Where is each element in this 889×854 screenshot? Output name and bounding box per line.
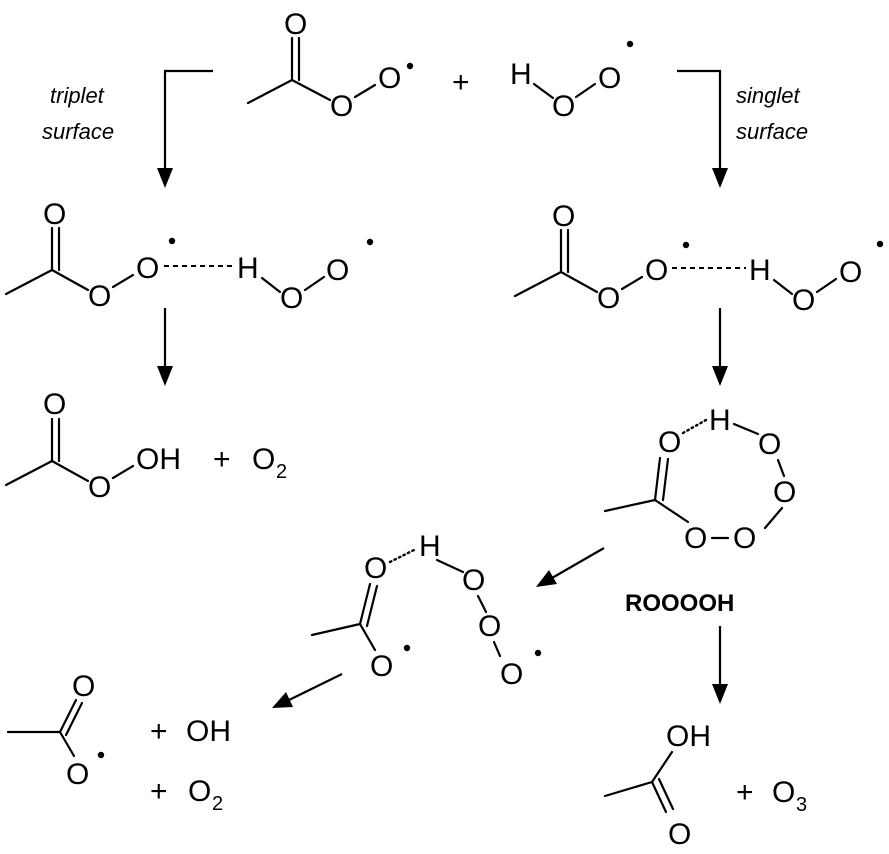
singlet-label-line1: singlet bbox=[736, 83, 800, 108]
radical-dot bbox=[406, 62, 414, 70]
hydrogen-bond bbox=[388, 547, 418, 564]
radical-o-acyl: O bbox=[370, 650, 393, 683]
o-atom-2: O bbox=[478, 610, 501, 643]
o2-subscript: 2 bbox=[276, 461, 287, 483]
carbonyl-o: O bbox=[552, 200, 575, 233]
radical-o: O bbox=[378, 62, 401, 95]
carbonyl-o: O bbox=[284, 8, 307, 41]
oh-group: OH bbox=[136, 443, 181, 476]
o-atom: O bbox=[552, 90, 575, 123]
peroxy-radical-reactant: O O O bbox=[246, 8, 414, 123]
carbonyl-o: O bbox=[364, 552, 387, 585]
radical-dot bbox=[876, 240, 884, 248]
triplet-arrow bbox=[157, 69, 213, 188]
o-atom: O bbox=[280, 282, 303, 315]
plus-sign: + bbox=[736, 776, 754, 809]
triplet-complex: O O O H O O bbox=[4, 198, 374, 315]
h-atom: H bbox=[749, 254, 771, 287]
o-atom-4: O bbox=[684, 522, 707, 555]
radical-o: O bbox=[645, 254, 668, 287]
o2-symbol: O bbox=[252, 443, 275, 476]
h-atom: H bbox=[419, 530, 441, 563]
carbonyl-o: O bbox=[43, 388, 66, 421]
radical-o: O bbox=[839, 256, 862, 289]
o3-subscript: 3 bbox=[796, 794, 807, 816]
roooooh-label: ROOOOH bbox=[625, 590, 734, 617]
ester-o: O bbox=[88, 471, 111, 504]
triplet-arrow-2 bbox=[157, 308, 173, 386]
radical-o-chain: O bbox=[500, 658, 523, 691]
singlet-arrow bbox=[677, 69, 728, 188]
h-atom: H bbox=[709, 404, 731, 437]
acetyloxy-radical-product: O O bbox=[6, 670, 105, 791]
peracetic-acid-product: O O OH bbox=[4, 388, 181, 504]
radical-o: O bbox=[326, 254, 349, 287]
o3-symbol: O bbox=[772, 776, 795, 809]
plus-sign: + bbox=[213, 443, 231, 476]
oxygen-product: O 2 bbox=[252, 443, 287, 483]
acetic-acid-product: OH O bbox=[603, 720, 711, 851]
triplet-label-line1: triplet bbox=[50, 83, 105, 108]
plus-sign: + bbox=[452, 66, 470, 99]
carbonyl-o: O bbox=[658, 426, 681, 459]
decomposition-arrow-left bbox=[536, 547, 605, 587]
carbonyl-o: O bbox=[668, 818, 691, 851]
open-chain-intermediate: O H O O O O bbox=[310, 530, 542, 691]
o-atom-1: O bbox=[758, 428, 781, 461]
singlet-label-line2: surface bbox=[736, 119, 808, 144]
hydrogen-bond bbox=[681, 418, 708, 435]
ester-o: O bbox=[88, 280, 111, 313]
carbonyl-o: O bbox=[43, 198, 66, 231]
radical-dot bbox=[97, 751, 105, 759]
radical-dot bbox=[682, 241, 690, 249]
decomposition-arrow-right bbox=[712, 626, 728, 704]
radical-o: O bbox=[136, 252, 159, 285]
radical-dot bbox=[366, 238, 374, 246]
radical-dot bbox=[626, 40, 634, 48]
roooooh-intermediate: O H O O O O bbox=[603, 404, 796, 555]
h-atom: H bbox=[237, 252, 259, 285]
decomposition-arrow-bottom-left bbox=[272, 673, 343, 708]
carbonyl-o: O bbox=[72, 670, 95, 703]
o2-subscript: 2 bbox=[212, 793, 223, 815]
plus-sign: + bbox=[150, 775, 168, 808]
oxygen-product: O 2 bbox=[188, 775, 223, 815]
radical-dot bbox=[403, 644, 411, 652]
h-atom: H bbox=[510, 58, 532, 91]
o-atom-3: O bbox=[733, 522, 756, 555]
ozone-product: O 3 bbox=[772, 776, 807, 816]
o-atom-1: O bbox=[462, 564, 485, 597]
radical-dot bbox=[534, 649, 542, 657]
ester-o: O bbox=[597, 282, 620, 315]
radical-o: O bbox=[66, 758, 89, 791]
oh-radical-product: OH bbox=[186, 715, 231, 748]
singlet-complex: O O O H O O bbox=[513, 200, 884, 317]
triplet-label-line2: surface bbox=[42, 119, 114, 144]
singlet-arrow-2 bbox=[712, 308, 728, 386]
oh-group: OH bbox=[666, 720, 711, 753]
plus-sign: + bbox=[150, 715, 168, 748]
radical-dot bbox=[168, 237, 176, 245]
hydroperoxy-radical-reactant: H O O bbox=[510, 40, 634, 123]
radical-o: O bbox=[598, 62, 621, 95]
ester-o: O bbox=[330, 90, 353, 123]
o-atom-2: O bbox=[773, 476, 796, 509]
o-atom: O bbox=[792, 284, 815, 317]
o2-symbol: O bbox=[188, 775, 211, 808]
